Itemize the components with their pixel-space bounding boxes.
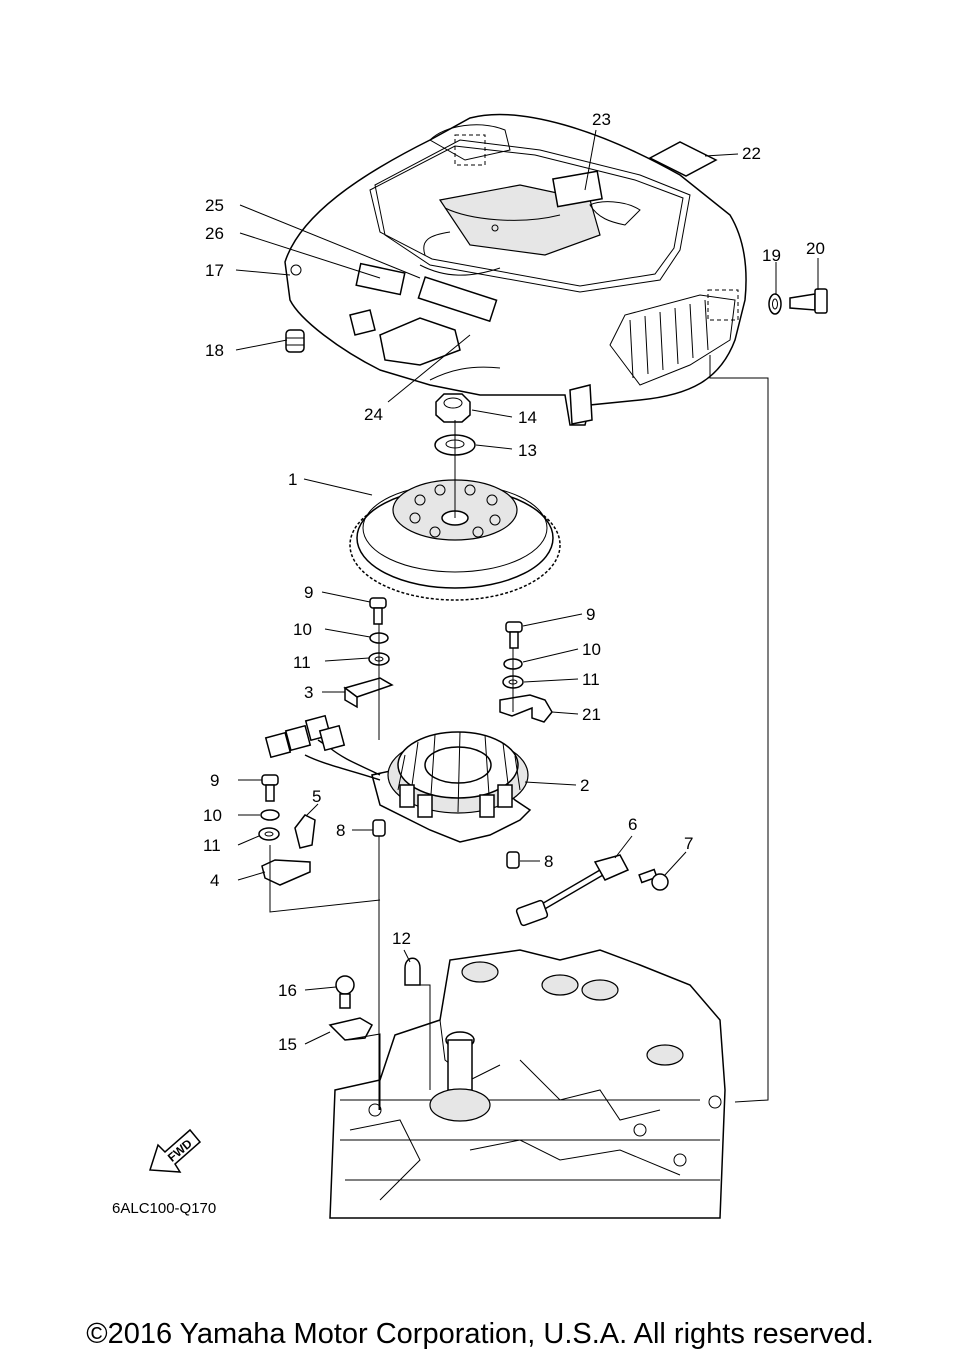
callout-11-upper-left[interactable]: 11 xyxy=(293,653,311,672)
dowel-8-right[interactable] xyxy=(506,851,520,869)
clamp-21[interactable] xyxy=(499,694,553,723)
callout-21[interactable]: 21 xyxy=(582,705,601,724)
label-plate-22 xyxy=(648,141,718,177)
callout-24[interactable]: 24 xyxy=(364,405,383,424)
callout-4[interactable]: 4 xyxy=(210,871,219,890)
callout-9-right[interactable]: 9 xyxy=(586,605,595,624)
plate-15[interactable] xyxy=(328,1017,374,1041)
callout-18[interactable]: 18 xyxy=(205,341,224,360)
callout-12[interactable]: 12 xyxy=(392,929,411,948)
callout-20[interactable]: 20 xyxy=(806,239,825,258)
nut-14[interactable] xyxy=(435,393,471,423)
callout-11-lower-left[interactable]: 11 xyxy=(203,836,221,855)
callout-26[interactable]: 26 xyxy=(205,224,224,243)
callout-6[interactable]: 6 xyxy=(628,815,637,834)
label-plate-24 xyxy=(417,276,498,323)
clip-5[interactable] xyxy=(294,814,316,849)
callout-16[interactable]: 16 xyxy=(278,981,297,1000)
washer-11-lower-left[interactable] xyxy=(258,827,280,841)
bolt-16[interactable] xyxy=(335,975,355,1009)
bracket-4[interactable] xyxy=(261,859,311,886)
stator-2[interactable] xyxy=(371,731,532,843)
stator-harness[interactable] xyxy=(264,714,381,781)
callout-25[interactable]: 25 xyxy=(205,196,224,215)
callout-10-right[interactable]: 10 xyxy=(582,640,601,659)
bolt-20[interactable] xyxy=(789,288,828,314)
callouts: 23 22 25 26 17 18 24 19 20 14 13 1 9 10 … xyxy=(203,110,825,1054)
dowel-8-left[interactable] xyxy=(372,819,386,837)
callout-2[interactable]: 2 xyxy=(580,776,589,795)
callout-9-upper-left[interactable]: 9 xyxy=(304,583,313,602)
callout-13[interactable]: 13 xyxy=(518,441,537,460)
diagram-code: 6ALC100-Q170 xyxy=(112,1200,216,1217)
bolt-9-lower-left[interactable] xyxy=(261,774,279,802)
parts-diagram: FWD 23 22 25 26 17 18 24 19 20 14 13 1 9… xyxy=(112,110,828,1219)
grommet-18[interactable] xyxy=(285,329,305,353)
copyright-notice: ©2016 Yamaha Motor Corporation, U.S.A. A… xyxy=(86,1318,874,1350)
callout-19[interactable]: 19 xyxy=(762,246,781,265)
callout-8-right[interactable]: 8 xyxy=(544,852,553,871)
callout-7[interactable]: 7 xyxy=(684,834,693,853)
flywheel-cover[interactable] xyxy=(284,113,747,426)
label-plate-26 xyxy=(355,262,406,296)
callout-3[interactable]: 3 xyxy=(304,683,313,702)
callout-11-right[interactable]: 11 xyxy=(582,670,600,689)
callout-23[interactable]: 23 xyxy=(592,110,611,129)
bolt-9-upper-left[interactable] xyxy=(369,597,387,625)
pulser-coil-6[interactable] xyxy=(515,854,630,927)
callout-15[interactable]: 15 xyxy=(278,1035,297,1054)
callout-10-lower-left[interactable]: 10 xyxy=(203,806,222,825)
callout-8-left[interactable]: 8 xyxy=(336,821,345,840)
fwd-arrow: FWD xyxy=(148,1128,202,1173)
assembly-guides xyxy=(269,355,769,1110)
callout-17[interactable]: 17 xyxy=(205,261,224,280)
engine-block xyxy=(329,949,726,1219)
collar-19[interactable] xyxy=(768,293,782,315)
bolt-9-right[interactable] xyxy=(505,621,523,649)
callout-22[interactable]: 22 xyxy=(742,144,761,163)
washer-10-lower-left[interactable] xyxy=(260,809,280,821)
screw-7[interactable] xyxy=(638,868,669,891)
callout-14[interactable]: 14 xyxy=(518,408,537,427)
leader-lines xyxy=(235,129,819,1045)
woodruff-key-12[interactable] xyxy=(404,957,421,986)
bracket-3[interactable] xyxy=(343,677,394,709)
callout-9-lower-left[interactable]: 9 xyxy=(210,771,219,790)
callout-5[interactable]: 5 xyxy=(312,787,321,806)
callout-10-upper-left[interactable]: 10 xyxy=(293,620,312,639)
callout-1[interactable]: 1 xyxy=(288,470,297,489)
